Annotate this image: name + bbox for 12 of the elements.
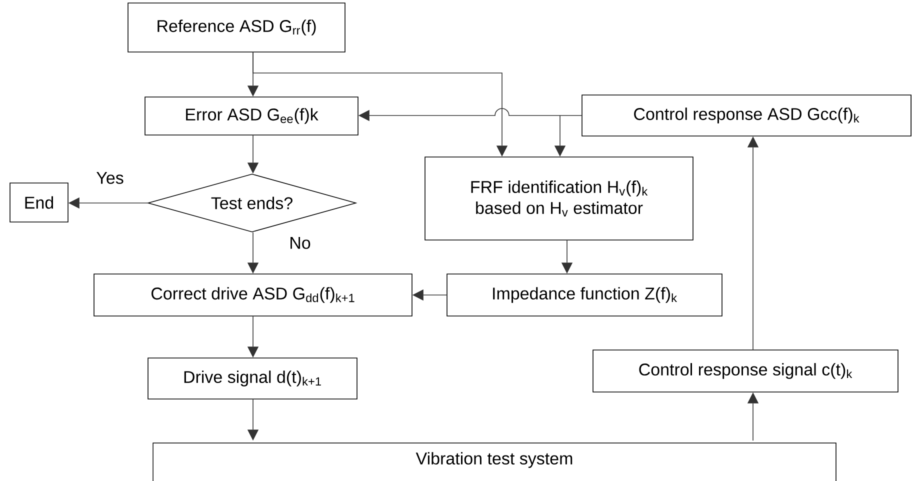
process-box: Reference ASD G$_{rr}$(f) <box>128 2 346 52</box>
process-box: Error ASD G$_{ee}$(f)k <box>144 96 358 136</box>
process-box: Drive signal d(t)$_{k+1}$ <box>148 358 358 400</box>
process-box: Impedance function Z(f)$_{k}$ <box>446 274 722 316</box>
process-box: Control response signal c(t)$_{k}$ <box>592 350 898 392</box>
edge-label: No <box>288 236 312 250</box>
edge-label: Yes <box>95 171 125 185</box>
process-box: Control response ASD Gcc(f)$_{k}$ <box>582 94 912 136</box>
process-box: FRF identification H$_{v}$(f)$_{k}$ based on H$_{v}$ estimator <box>424 156 694 240</box>
system-box: Vibration test system <box>152 442 836 481</box>
process-box: Correct drive ASD G$_{dd}$(f)$_{k+1}$ <box>94 274 412 316</box>
process-box: End <box>10 182 68 222</box>
